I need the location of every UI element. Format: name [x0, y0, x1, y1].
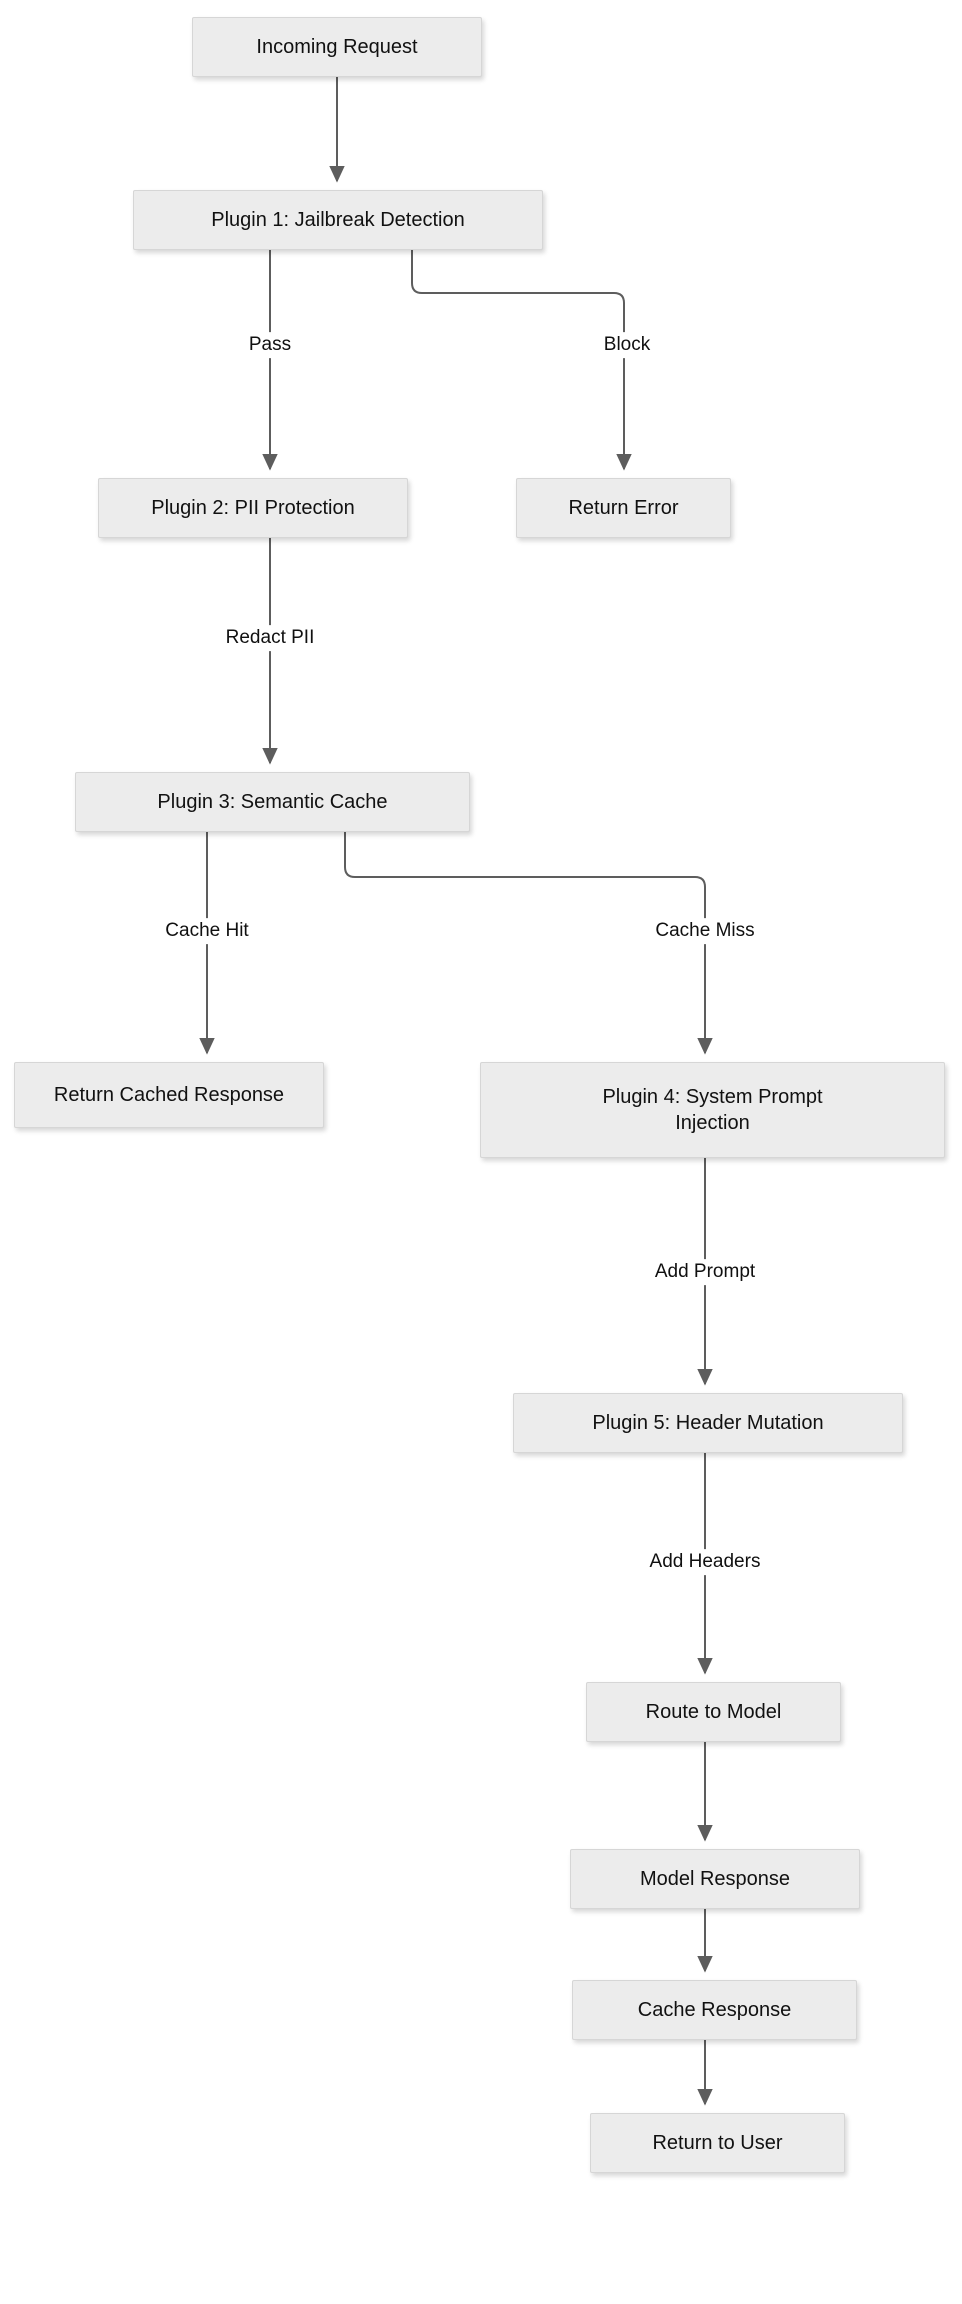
edge-label-add-prompt: Add Prompt [649, 1259, 761, 1285]
node-model-response[interactable]: Model Response [570, 1849, 860, 1909]
node-label: Return Cached Response [53, 1083, 285, 1106]
edge-label-cache-hit: Cache Hit [160, 918, 254, 944]
node-plugin-5-header-mutation[interactable]: Plugin 5: Header Mutation [513, 1393, 903, 1453]
edge-label-cache-miss: Cache Miss [650, 918, 760, 944]
node-return-to-user[interactable]: Return to User [590, 2113, 845, 2173]
node-plugin-4-system-prompt-injection[interactable]: Plugin 4: System Prompt Injection [480, 1062, 945, 1158]
node-label: Cache Response [637, 1998, 792, 2021]
node-label: Return Error [568, 496, 679, 519]
node-plugin-1-jailbreak-detection[interactable]: Plugin 1: Jailbreak Detection [133, 190, 543, 250]
node-label: Route to Model [645, 1700, 782, 1723]
node-label: Plugin 3: Semantic Cache [157, 790, 388, 813]
edge-label-add-headers: Add Headers [644, 1549, 766, 1575]
node-label: Model Response [639, 1867, 791, 1890]
node-route-to-model[interactable]: Route to Model [586, 1682, 841, 1742]
edge-label-redact-pii: Redact PII [220, 625, 320, 651]
node-return-error[interactable]: Return Error [516, 478, 731, 538]
edge-label-block: Block [598, 332, 656, 358]
edge-label-pass: Pass [243, 332, 297, 358]
node-incoming-request[interactable]: Incoming Request [192, 17, 482, 77]
node-return-cached-response[interactable]: Return Cached Response [14, 1062, 324, 1128]
node-plugin-2-pii-protection[interactable]: Plugin 2: PII Protection [98, 478, 408, 538]
node-plugin-3-semantic-cache[interactable]: Plugin 3: Semantic Cache [75, 772, 470, 832]
node-cache-response[interactable]: Cache Response [572, 1980, 857, 2040]
node-label: Plugin 2: PII Protection [151, 496, 355, 519]
node-label: Plugin 4: System Prompt Injection [602, 1085, 823, 1134]
node-label: Plugin 5: Header Mutation [592, 1411, 824, 1434]
node-label: Incoming Request [256, 35, 418, 58]
edge-plugin1-to-return-error [411, 250, 632, 471]
node-label: Return to User [652, 2131, 783, 2154]
node-label: Plugin 1: Jailbreak Detection [211, 208, 465, 231]
